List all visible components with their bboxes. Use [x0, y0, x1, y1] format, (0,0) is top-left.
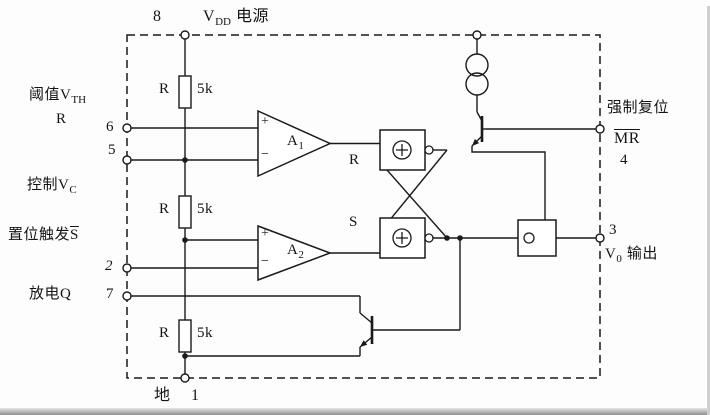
r2-value: 5k — [197, 201, 213, 217]
ground-label: 地 — [154, 387, 171, 404]
pin-3-number: 3 — [609, 222, 617, 238]
a2-label: A2 — [287, 242, 304, 264]
resistor-r3 — [178, 319, 192, 353]
r1-name: R — [159, 81, 170, 97]
output-label: V0 输出 — [605, 246, 658, 268]
vdd-symbol: V — [203, 8, 216, 25]
vout-subscript: 0 — [616, 253, 622, 265]
inversion-bubble — [424, 145, 434, 155]
pin-8-number: 8 — [153, 8, 162, 25]
pin-8-terminal — [180, 30, 190, 40]
reset-transistor — [471, 111, 486, 147]
current-source — [465, 53, 489, 96]
pin-7-terminal — [122, 291, 132, 301]
junction-dots — [182, 157, 463, 359]
inversion-bubble — [424, 233, 434, 243]
vdd-label: VDD 电源 — [203, 8, 269, 31]
vout-symbol: V — [605, 246, 617, 262]
comparator-a2 — [257, 224, 333, 282]
r1-value: 5k — [197, 81, 213, 97]
vout-text: 输出 — [626, 246, 658, 262]
mr-bar-text: MR — [614, 130, 640, 147]
control-subscript: C — [69, 184, 77, 196]
vdd-subscript: DD — [215, 16, 231, 29]
or-plus-symbol — [392, 228, 412, 248]
threshold-r-label: R — [56, 111, 67, 127]
pin-1-terminal — [180, 373, 190, 383]
nor-gate-r — [379, 129, 434, 171]
emitter-arrow — [360, 340, 368, 347]
or-plus-symbol — [392, 140, 412, 160]
set-trigger-label: 置位触发S — [8, 227, 79, 244]
threshold-subscript: TH — [71, 94, 87, 106]
a1-name: A — [287, 133, 299, 149]
set-trigger-s-bar: S — [70, 227, 79, 243]
scan-edge-bottom — [0, 408, 710, 415]
ic-boundary-box — [126, 34, 601, 379]
r3-value: 5k — [197, 325, 213, 341]
mr-bar-label: MR — [614, 130, 640, 147]
resistor-r1 — [178, 75, 192, 109]
pin-1-number: 1 — [191, 387, 200, 404]
a2-name: A — [287, 242, 299, 258]
resistor-r2 — [178, 195, 192, 229]
set-trigger-text: 置位触发 — [8, 227, 71, 243]
vdd-text: 电源 — [235, 8, 269, 25]
vdd-rail-terminal — [472, 30, 482, 40]
control-text: 控制V — [27, 177, 70, 193]
pin-4-number: 4 — [620, 152, 628, 168]
a2-minus-sign: − — [261, 254, 269, 269]
threshold-label: 阈值VTH — [29, 87, 86, 109]
emitter-arrow — [472, 138, 480, 146]
inversion-bubble — [523, 232, 535, 244]
pin-6-number: 6 — [106, 119, 114, 135]
pin-5-terminal — [122, 155, 132, 165]
pin-6-terminal — [122, 123, 132, 133]
pin-2-terminal — [122, 263, 132, 273]
a1-minus-sign: − — [261, 147, 269, 162]
discharge-transistor — [185, 296, 374, 357]
forced-reset-label: 强制复位 — [607, 100, 670, 116]
pin-7-number: 7 — [106, 286, 114, 302]
pin-terminals — [122, 30, 605, 383]
latch-s-label: S — [349, 214, 358, 230]
output-gate — [517, 219, 557, 257]
threshold-text: 阈值V — [29, 87, 72, 103]
a1-subscript: 1 — [298, 140, 304, 152]
pin-4-terminal — [595, 124, 605, 134]
latch-r-label: R — [349, 152, 360, 168]
pin-3-terminal — [595, 233, 605, 243]
comparator-a1 — [257, 109, 332, 178]
pin-5-number: 5 — [108, 142, 116, 158]
r2-name: R — [159, 201, 170, 217]
scan-edge-right — [707, 6, 710, 415]
resistors — [178, 75, 192, 353]
nor-gate-s — [379, 217, 434, 259]
discharge-label: 放电Q — [29, 286, 72, 302]
pin-2-number: 2 — [105, 258, 113, 274]
a2-subscript: 2 — [298, 249, 304, 261]
r3-name: R — [159, 325, 170, 341]
a1-label: A1 — [287, 133, 304, 155]
a2-plus-sign: + — [261, 226, 269, 241]
control-label: 控制VC — [27, 177, 77, 199]
a1-plus-sign: + — [261, 114, 269, 129]
